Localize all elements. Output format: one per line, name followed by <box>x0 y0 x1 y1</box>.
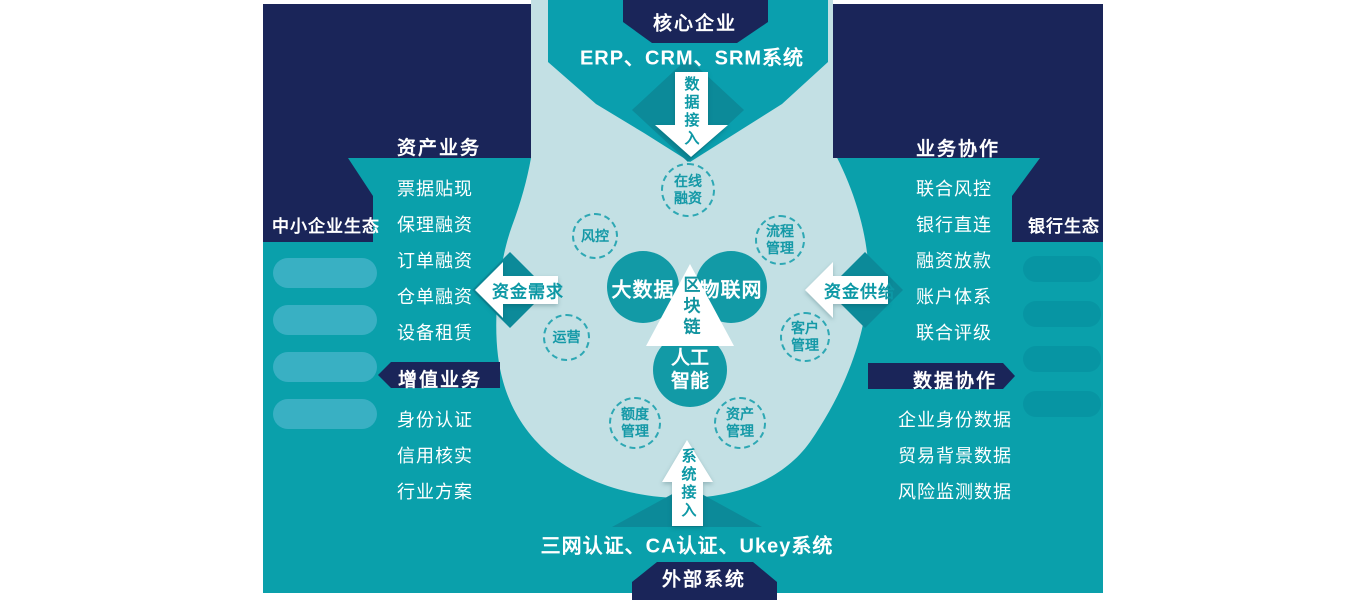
bank-decor-bar <box>1023 391 1101 417</box>
bank-decor-bar <box>1023 301 1101 327</box>
business-item: 银行直连 <box>916 215 992 235</box>
fund-demand-arrow <box>475 262 558 318</box>
sme-decor-bar <box>273 305 377 335</box>
capability-risk-control: 风控 <box>572 213 618 259</box>
ai-circle <box>653 333 727 407</box>
core-systems-label: ERP、CRM、SRM系统 <box>579 47 805 70</box>
system-in-arrow-label: 系统接入 <box>679 448 697 520</box>
capability-asset-management: 资产管理 <box>714 397 766 449</box>
system-in-arrow <box>662 440 713 526</box>
big-data-circle <box>607 251 679 323</box>
business-item: 账户体系 <box>916 287 992 307</box>
asset-item: 保理融资 <box>397 215 473 235</box>
bank-decor-bar <box>1023 346 1101 372</box>
fund-demand-label: 资金需求 <box>492 282 564 302</box>
center-blob-shape <box>496 0 869 498</box>
data-in-arrow <box>655 72 728 157</box>
data-item: 风险监测数据 <box>898 482 1012 502</box>
asset-item: 订单融资 <box>397 251 473 271</box>
value-item: 行业方案 <box>397 482 473 502</box>
value-business-band <box>378 362 500 388</box>
capability-customer-management: 客户管理 <box>780 312 830 362</box>
data-collab-band <box>868 363 1015 389</box>
big-data-label: 大数据 <box>611 279 675 302</box>
capability-process-management: 流程管理 <box>755 215 805 265</box>
value-item: 身份认证 <box>397 410 473 430</box>
capability-quota-management: 额度管理 <box>609 397 661 449</box>
sme-decor-bar <box>273 352 377 382</box>
asset-item: 设备租赁 <box>397 323 473 343</box>
capability-operations: 运营 <box>543 314 590 361</box>
asset-item: 票据贴现 <box>397 179 473 199</box>
business-item: 联合评级 <box>916 323 992 343</box>
bank-decor-bar <box>1023 256 1101 282</box>
business-collab-title: 业务协作 <box>916 139 1001 160</box>
sme-decor-bar <box>273 258 377 288</box>
iot-circle <box>695 251 767 323</box>
fund-supply-arrow <box>805 262 888 318</box>
iot-label: 物联网 <box>699 279 763 302</box>
left-navy-block <box>263 4 531 242</box>
data-item: 贸易背景数据 <box>898 446 1012 466</box>
core-enterprise-label: 核心企业 <box>652 13 738 35</box>
fund-supply-label: 资金供给 <box>824 282 896 302</box>
core-enterprise-hexagon <box>623 0 768 43</box>
business-item: 联合风控 <box>916 179 992 199</box>
external-system-hexagon <box>632 562 777 600</box>
business-item: 融资放款 <box>916 251 992 271</box>
bank-ecosystem-label: 银行生态 <box>1028 217 1100 236</box>
value-item: 信用核实 <box>397 446 473 466</box>
external-system-label: 外部系统 <box>661 569 747 591</box>
capability-online-financing: 在线融资 <box>661 163 715 217</box>
ai-label: 人工智能 <box>670 348 709 392</box>
right-navy-block <box>833 4 1103 242</box>
value-business-title: 增值业务 <box>398 370 483 391</box>
asset-item: 仓单融资 <box>397 287 473 307</box>
data-in-arrow-label: 数据接入 <box>682 76 700 148</box>
blockchain-triangle <box>646 264 734 346</box>
blockchain-label: 区块链 <box>680 275 700 339</box>
data-item: 企业身份数据 <box>898 410 1012 430</box>
asset-business-title: 资产业务 <box>397 138 482 159</box>
sme-ecosystem-label: 中小企业生态 <box>272 217 380 236</box>
data-collab-title: 数据协作 <box>913 371 998 392</box>
sme-decor-bar <box>273 399 377 429</box>
external-systems-label: 三网认证、CA认证、Ukey系统 <box>540 535 834 558</box>
